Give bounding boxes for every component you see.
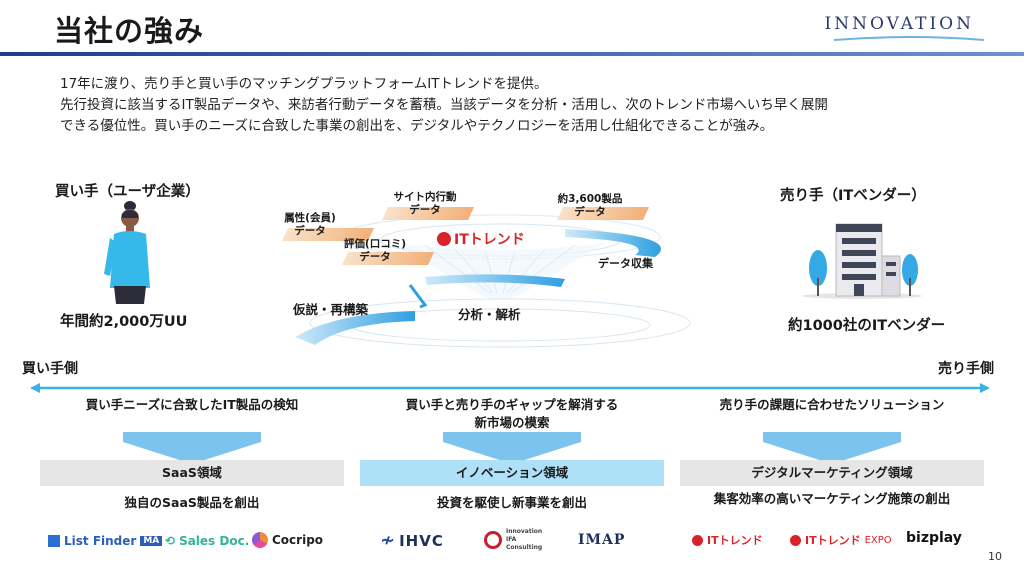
column-3-head: 売り手の課題に合わせたソリューション bbox=[719, 397, 945, 412]
imap-logo: IMAP bbox=[578, 532, 626, 548]
ittrend-expo-logo: ITトレンド EXPO bbox=[790, 532, 892, 548]
listfinder-logo: List Finder MA bbox=[48, 534, 163, 548]
seller-title: 売り手（ITベンダー） bbox=[780, 188, 926, 204]
buyer-person-icon bbox=[104, 201, 150, 304]
intro-line-3: できる優位性。買い手のニーズに合致した事業の創出を、デジタルやテクノロジーを活用… bbox=[60, 118, 774, 134]
intro-line-2: 先行投資に該当するIT製品データや、来訪者行動データを蓄積。当該データを分析・活… bbox=[60, 97, 828, 113]
seller-stat: 約1000社のITベンダー bbox=[788, 318, 946, 334]
ihvc-icon: ≁ bbox=[380, 530, 396, 551]
page-number: 10 bbox=[988, 550, 1002, 563]
column-2-domain-box: イノベーション領域 bbox=[360, 460, 664, 486]
ifa-logo: Innovation IFA Consulting bbox=[484, 528, 554, 552]
ittrend-small-icon bbox=[692, 534, 703, 546]
building-icon bbox=[802, 223, 922, 299]
tag-behavior-data: サイト内行動 データ bbox=[393, 191, 457, 216]
column-1-chevron bbox=[123, 432, 261, 464]
tag-review-data: 評価(口コミ) データ bbox=[343, 238, 407, 263]
column-3-sub: 集客効率の高いマーケティング施策の創出 bbox=[713, 491, 951, 506]
axis-left-label: 買い手側 bbox=[22, 361, 78, 377]
column-1-domain-box: SaaS領域 bbox=[40, 460, 344, 486]
page-title: 当社の強み bbox=[54, 14, 205, 48]
bizplay-logo: bizplay bbox=[906, 530, 962, 546]
column-1-sub: 独自のSaaS製品を創出 bbox=[124, 495, 260, 510]
ittrend-center-logo: ITトレンド bbox=[437, 229, 525, 249]
cocripo-icon bbox=[252, 532, 268, 548]
hypothesis-label: 仮説・再構築 bbox=[293, 302, 369, 317]
intro-text: 17年に渡り、売り手と買い手のマッチングプラットフォームITトレンドを提供。 先… bbox=[60, 74, 1000, 137]
column-1-head: 買い手ニーズに合致したIT製品の検知 bbox=[85, 397, 299, 412]
buyer-seller-axis-arrow bbox=[30, 383, 990, 393]
listfinder-icon bbox=[48, 535, 60, 547]
ittrend-logo: ITトレンド bbox=[692, 532, 763, 548]
brand-logo: INNOVATION bbox=[824, 14, 974, 34]
analysis-label: 分析・解析 bbox=[458, 307, 521, 322]
intro-line-1: 17年に渡り、売り手と買い手のマッチングプラットフォームITトレンドを提供。 bbox=[60, 76, 548, 92]
buyer-stat: 年間約2,000万UU bbox=[60, 314, 188, 330]
salesdoc-logo: ⟲ Sales Doc. bbox=[165, 534, 250, 548]
column-2-head: 買い手と売り手のギャップを解消する 新市場の模索 bbox=[405, 397, 619, 430]
column-2-sub: 投資を駆使し新事業を創出 bbox=[436, 495, 587, 510]
data-collect-label: データ収集 bbox=[598, 257, 653, 270]
data-vortex-diagram bbox=[295, 214, 691, 348]
ittrend-expo-icon bbox=[790, 534, 801, 546]
buyer-title: 買い手（ユーザ企業） bbox=[55, 184, 200, 200]
cocripo-logo: Cocripo bbox=[252, 532, 323, 548]
column-3-domain-box: デジタルマーケティング領域 bbox=[680, 460, 984, 486]
ihvc-logo: ≁ IHVC bbox=[380, 530, 444, 551]
column-2-chevron bbox=[443, 432, 581, 464]
tag-attribute-data: 属性(会員) データ bbox=[284, 212, 336, 237]
ifa-icon bbox=[484, 531, 502, 549]
brand-swoosh-icon bbox=[834, 36, 984, 41]
axis-right-label: 売り手側 bbox=[938, 361, 994, 377]
column-3-chevron bbox=[763, 432, 901, 464]
ittrend-icon bbox=[437, 232, 451, 246]
header-bar bbox=[0, 52, 1024, 56]
tag-product-data: 約3,600製品 データ bbox=[557, 193, 623, 218]
salesdoc-icon: ⟲ bbox=[165, 534, 176, 548]
